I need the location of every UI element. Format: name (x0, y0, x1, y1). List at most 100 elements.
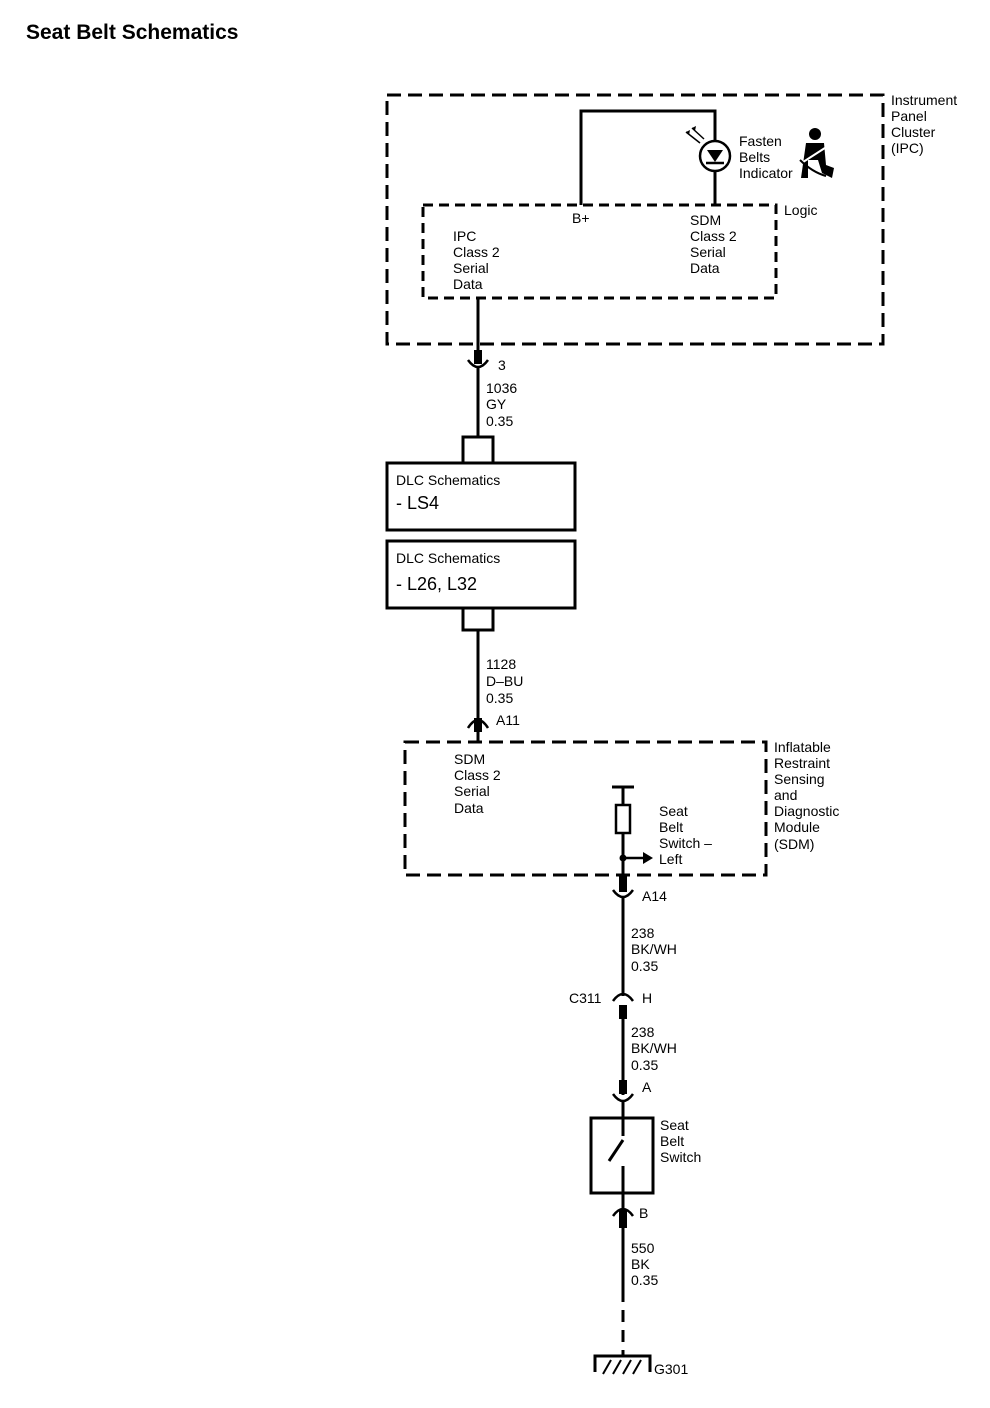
wire-550-line: 0.35 (631, 1272, 658, 1288)
ipc-data-line: IPC (453, 228, 476, 244)
switch-left-line: Left (659, 851, 682, 867)
seatbelt-person-icon (799, 128, 834, 178)
ipc-name-line: Instrument (891, 92, 957, 108)
wire-1128-label: 1128 D–BU 0.35 (486, 656, 527, 706)
ground-label: G301 (654, 1361, 688, 1377)
page-title: Seat Belt Schematics (26, 21, 238, 44)
indicator-label: Fasten Belts Indicator (739, 133, 793, 181)
wire-1128-line: 0.35 (486, 690, 513, 706)
switch-pin-b-label: B (639, 1205, 648, 1221)
ipc-data-line: Serial (453, 260, 489, 276)
sdm-data-line: Data (454, 800, 484, 816)
sdm-module-name: Inflatable Restraint Sensing and Diagnos… (774, 739, 843, 852)
ipc-data-line: Data (453, 276, 483, 292)
sdm-pin-a14-label: A14 (642, 888, 667, 904)
ipc-serial-data-label: IPC Class 2 Serial Data (453, 228, 504, 292)
switch-name-line: Switch (660, 1149, 701, 1165)
sdm-name-line: Diagnostic (774, 803, 839, 819)
dlc-box-ls4: DLC Schematics - LS4 (385, 461, 577, 532)
ipc-name-line: (IPC) (891, 140, 924, 156)
sdm-pin-a11-label: A11 (496, 712, 520, 728)
wire-550-label: 550 BK 0.35 (631, 1240, 658, 1288)
ipc-name-line: Panel (891, 108, 927, 124)
switch-left-line: Seat (659, 803, 688, 819)
wire-1128-line: 1128 (486, 656, 516, 672)
switch-left-line: Switch – (659, 835, 712, 851)
b-plus-wire (579, 109, 717, 205)
wire-238-line: BK/WH (631, 1040, 677, 1056)
ipc-module-name: Instrument Panel Cluster (IPC) (891, 92, 961, 156)
wire-1036-line: 1036 (486, 380, 517, 396)
sdm-data-line: Class 2 (690, 228, 737, 244)
b-plus-label: B+ (572, 210, 590, 226)
c311-connector (611, 992, 635, 1019)
ground-icon (593, 1350, 652, 1375)
indicator-label-line: Fasten (739, 133, 782, 149)
logic-label: Logic (784, 202, 817, 218)
wire-1036-line: GY (486, 396, 507, 412)
wire-1036-line: 0.35 (486, 413, 513, 429)
seat-belt-switch-left-label: Seat Belt Switch – Left (659, 803, 716, 867)
wire-550-line: BK (631, 1256, 650, 1272)
sdm-pin-a11-connector (466, 718, 490, 732)
ipc-sdm-serial-data-label: SDM Class 2 Serial Data (690, 212, 741, 276)
dlc-detail: - LS4 (396, 493, 439, 513)
dlc-box-outline (385, 539, 577, 610)
sdm-data-line: SDM (454, 751, 485, 767)
wire-238-line: 238 (631, 1024, 655, 1040)
wire-238-line: BK/WH (631, 941, 677, 957)
dlc-box-outline (385, 461, 577, 532)
c311-connector-name: C311 (569, 990, 602, 1006)
sdm-name-line: (SDM) (774, 836, 814, 852)
ipc-pin-3-connector (466, 350, 490, 369)
led-icon (685, 126, 732, 173)
seat-belt-switch-label: Seat Belt Switch (660, 1117, 701, 1165)
sdm-data-line: Data (690, 260, 720, 276)
arrow-right-icon (643, 852, 653, 864)
logic-box-outline (421, 203, 778, 300)
sdm-module: SDM Class 2 Serial Data Inflatable Restr… (403, 739, 843, 878)
wire-238-line: 0.35 (631, 958, 658, 974)
switch-left-line: Belt (659, 819, 683, 835)
indicator-label-line: Belts (739, 149, 770, 165)
ipc-data-line: Class 2 (453, 244, 500, 260)
switch-pin-a-label: A (642, 1079, 652, 1095)
dlc-heading: DLC Schematics (396, 472, 500, 488)
wire-238-upper-label: 238 BK/WH 0.35 (631, 925, 681, 974)
switch-pin-a-connector (611, 1080, 635, 1103)
dlc-box-l26-l32: DLC Schematics - L26, L32 (385, 539, 577, 610)
sdm-name-line: Sensing (774, 771, 825, 787)
dlc-top-bracket (461, 435, 495, 463)
sdm-data-line: Serial (690, 244, 726, 260)
sdm-pin-a14-connector (611, 876, 635, 899)
sdm-serial-data-label: SDM Class 2 Serial Data (454, 751, 505, 816)
sdm-name-line: Module (774, 819, 820, 835)
ipc-pin-label: 3 (498, 357, 506, 373)
sdm-name-line: Inflatable (774, 739, 831, 755)
c311-pin-label: H (642, 990, 652, 1006)
ipc-module-outline (385, 93, 885, 346)
switch-pin-b-connector (611, 1207, 635, 1228)
resistor-icon (614, 803, 632, 835)
sdm-data-line: Serial (454, 783, 490, 799)
indicator-label-line: Indicator (739, 165, 793, 181)
switch-name-line: Seat (660, 1117, 689, 1133)
switch-name-line: Belt (660, 1133, 684, 1149)
seat-belt-switch (589, 1116, 655, 1195)
wire-238-line: 238 (631, 925, 655, 941)
sdm-name-line: Restraint (774, 755, 830, 771)
wire-238-line: 0.35 (631, 1057, 658, 1073)
wire-550-line: 550 (631, 1240, 655, 1256)
sdm-data-line: SDM (690, 212, 721, 228)
dlc-detail: - L26, L32 (396, 574, 477, 594)
dlc-bottom-bracket (461, 608, 495, 632)
wire-238-lower-label: 238 BK/WH 0.35 (631, 1024, 681, 1073)
ipc-module: Instrument Panel Cluster (IPC) Logic B+ … (385, 92, 961, 346)
dlc-heading: DLC Schematics (396, 550, 500, 566)
sdm-data-line: Class 2 (454, 767, 501, 783)
sdm-module-outline (403, 740, 768, 877)
wire-1128-line: D–BU (486, 673, 523, 689)
wire-1036-label: 1036 GY 0.35 (486, 380, 521, 429)
ipc-name-line: Cluster (891, 124, 936, 140)
